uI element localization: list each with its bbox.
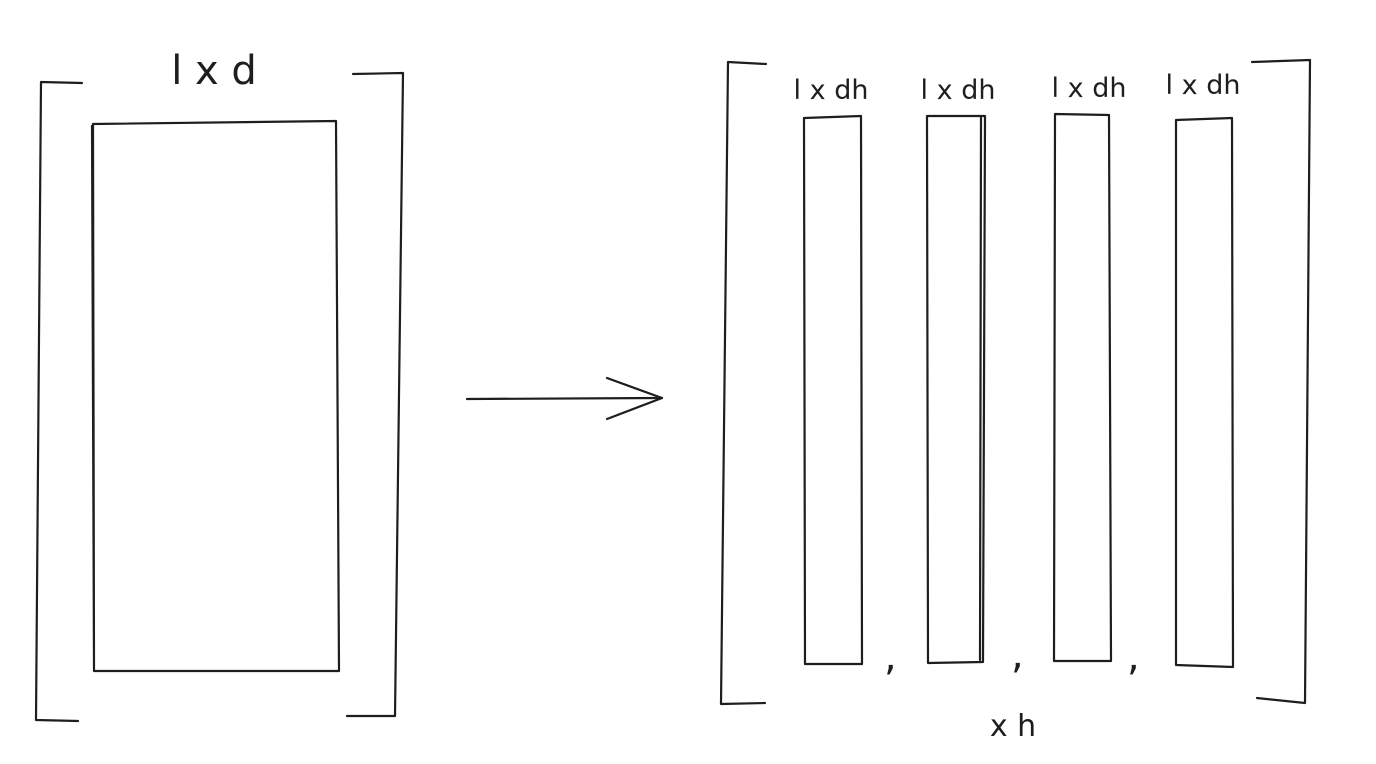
head-matrix-label-1: l x dh — [794, 75, 869, 106]
output-outer-bracket — [719, 58, 1312, 706]
head-matrix-rect-4 — [1174, 116, 1235, 669]
input-matrix-rect — [90, 119, 341, 673]
transform-arrow-icon — [465, 376, 664, 421]
separator-comma-3: , — [1127, 634, 1140, 680]
separator-comma-2: , — [1011, 632, 1024, 678]
head-matrix-label-2: l x dh — [921, 75, 996, 106]
head-count-label: x h — [990, 709, 1036, 744]
separator-comma-1: , — [884, 634, 897, 680]
head-matrix-rect-3 — [1052, 112, 1113, 663]
head-matrix-label-3: l x dh — [1052, 73, 1127, 104]
head-matrix-rect-1 — [802, 114, 864, 666]
head-matrix-rect-2 — [925, 114, 987, 665]
input-matrix-label: l x d — [171, 48, 257, 94]
input-outer-bracket — [34, 71, 405, 723]
head-matrix-label-4: l x dh — [1166, 70, 1241, 101]
